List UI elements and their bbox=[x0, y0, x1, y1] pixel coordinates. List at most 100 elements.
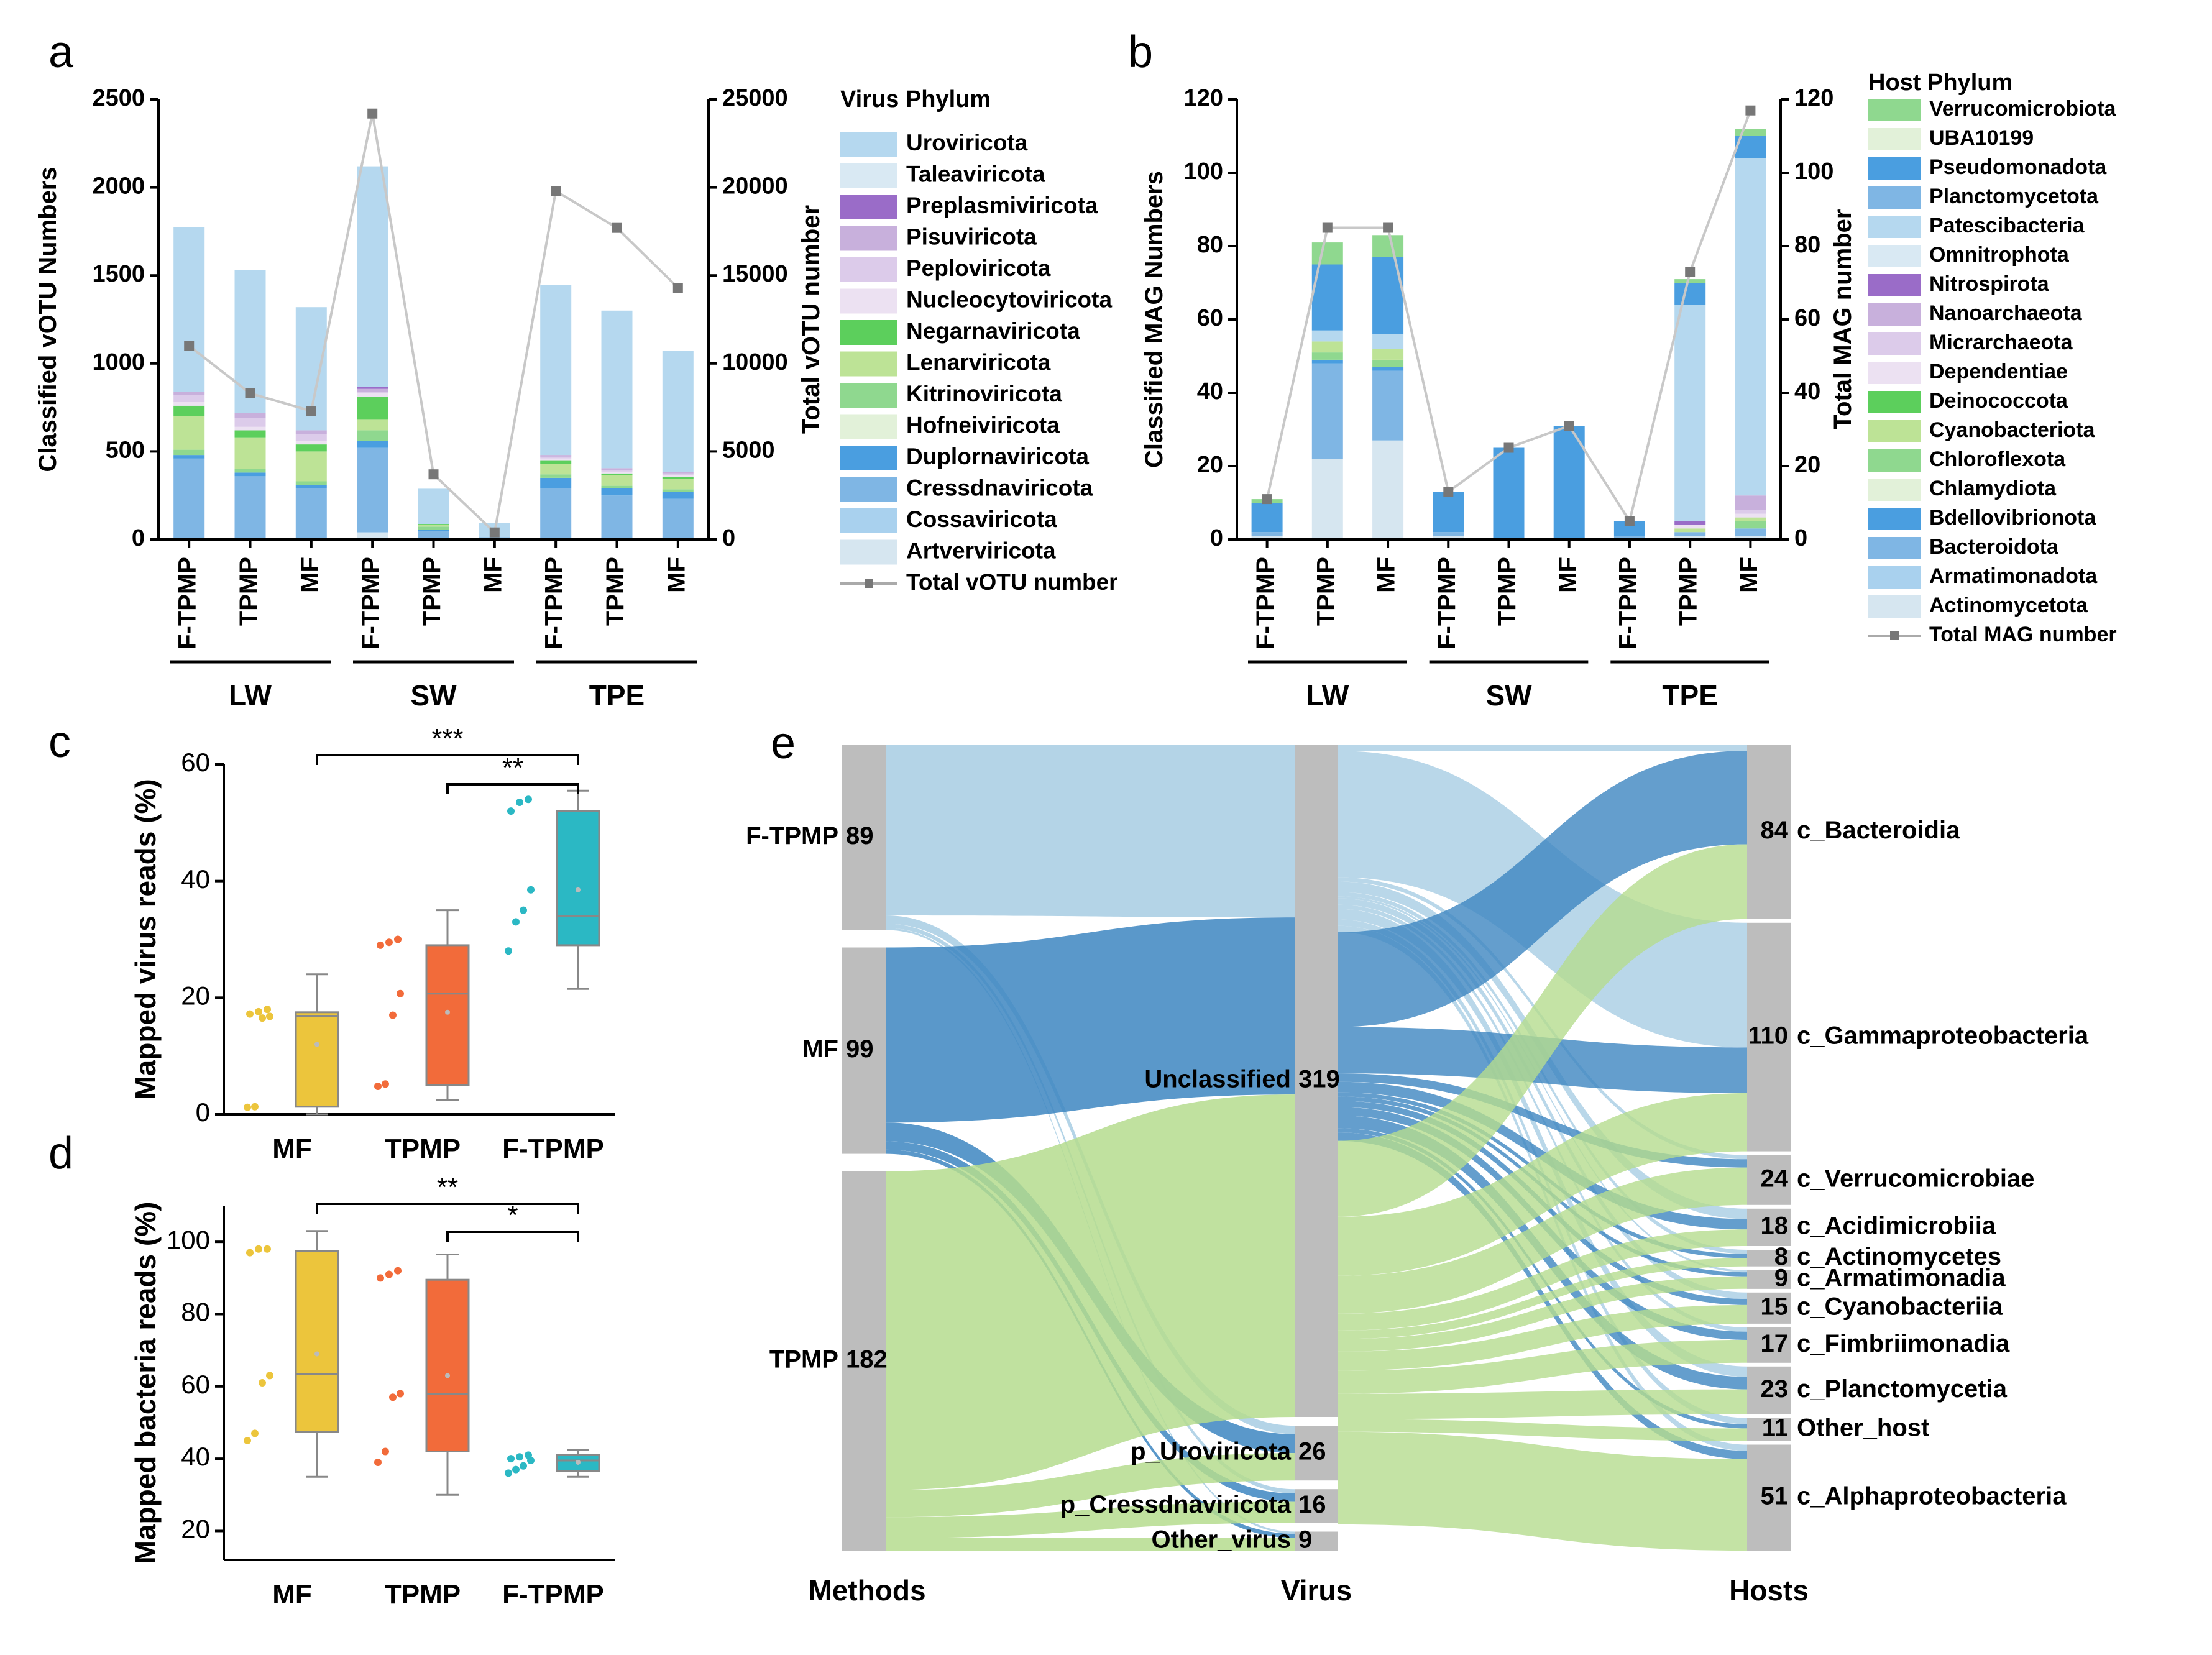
bar-Cressdnaviricota bbox=[662, 498, 694, 538]
y-tick-label: 0 bbox=[196, 1098, 210, 1127]
significance-bracket bbox=[316, 1203, 579, 1214]
data-point bbox=[382, 1447, 389, 1456]
total-marker bbox=[1443, 487, 1454, 497]
bar-Pisuviricota bbox=[601, 468, 633, 470]
legend-label: Taleaviricota bbox=[906, 161, 1045, 186]
node-label: p_Cressdnaviricota bbox=[1060, 1491, 1292, 1518]
x-tick-label: MF bbox=[272, 1579, 312, 1610]
legend-marker bbox=[1890, 631, 1899, 640]
bar-Duplornaviricota bbox=[662, 492, 694, 499]
y-axis-title: Classified MAG Numbers bbox=[1140, 171, 1168, 468]
node-value: 89 bbox=[846, 822, 874, 850]
legend-label: Micrarchaeota bbox=[1929, 331, 2073, 354]
node-value: 9 bbox=[1774, 1264, 1788, 1291]
node bbox=[842, 947, 886, 1154]
node-label: MF bbox=[802, 1035, 838, 1063]
legend-label: Bacteroidota bbox=[1929, 535, 2059, 559]
legend-label: Total vOTU number bbox=[906, 569, 1118, 595]
box bbox=[295, 1250, 339, 1433]
data-point bbox=[397, 989, 404, 997]
bar-Pisuviricota bbox=[234, 413, 266, 418]
bar-Cressdnaviricota bbox=[357, 447, 388, 533]
y-axis-title: Classified vOTU Numbers bbox=[34, 167, 62, 472]
y-tick-label: 100 bbox=[1184, 158, 1223, 185]
legend-swatch bbox=[1868, 479, 1921, 501]
panel-label-a: a bbox=[48, 27, 74, 77]
y-tick-label: 20 bbox=[1197, 452, 1223, 478]
bar-Kitrinoviricota bbox=[357, 430, 388, 441]
data-point bbox=[385, 938, 393, 947]
bar-Actinomycetota bbox=[1433, 536, 1464, 539]
bar-Nucleocytoviricota bbox=[234, 426, 266, 431]
total-marker bbox=[367, 108, 378, 119]
bar-Kitrinoviricota bbox=[418, 526, 449, 530]
legend-label: Bdellovibrionota bbox=[1929, 506, 2096, 530]
legend-swatch bbox=[1868, 566, 1921, 589]
total-marker bbox=[489, 527, 500, 538]
data-point bbox=[520, 906, 527, 914]
bar-Verrucomicrobiota bbox=[1311, 242, 1343, 265]
bar-Cyanobacteriota bbox=[1735, 517, 1766, 521]
bar-Negarnaviricota bbox=[601, 473, 633, 475]
data-point bbox=[527, 886, 535, 894]
legend-swatch bbox=[1868, 274, 1921, 296]
bar-Preplasmiviricota bbox=[357, 387, 388, 389]
y2-tick-label: 60 bbox=[1794, 305, 1820, 331]
node bbox=[1295, 1531, 1338, 1551]
bar-Actinomycetota bbox=[1251, 536, 1283, 539]
bar-Actinomycetota bbox=[1372, 440, 1404, 539]
node-value: 17 bbox=[1761, 1330, 1789, 1357]
data-point bbox=[374, 1458, 382, 1466]
y2-tick-label: 100 bbox=[1794, 158, 1833, 185]
node-value: 16 bbox=[1298, 1491, 1326, 1518]
bar-Dependentiae bbox=[1674, 525, 1706, 529]
node-label: c_Armatimonadia bbox=[1797, 1264, 2006, 1291]
bar-Chloroflexota bbox=[1372, 359, 1404, 367]
legend-swatch bbox=[840, 539, 897, 565]
bar-Kitrinoviricota bbox=[540, 474, 572, 478]
legend-label: Nucleocytoviricota bbox=[906, 287, 1112, 312]
x-tick-label: MF bbox=[296, 557, 323, 593]
legend-swatch bbox=[840, 383, 897, 408]
bar-Pseudomonadota bbox=[1613, 521, 1645, 536]
bar-Negarnaviricota bbox=[662, 477, 694, 479]
data-point bbox=[259, 1014, 266, 1022]
y2-tick-label: 80 bbox=[1794, 232, 1820, 258]
group-label: LW bbox=[1306, 679, 1349, 712]
flow-method-virus bbox=[886, 917, 1295, 1123]
bar-Bacteroidota bbox=[1613, 536, 1645, 539]
column-title: Virus bbox=[1281, 1574, 1352, 1607]
flow-method-virus bbox=[886, 745, 1295, 918]
bar-Cyanobacteriota bbox=[1674, 528, 1706, 533]
legend-swatch bbox=[840, 351, 897, 377]
y-tick-label: 60 bbox=[181, 1370, 210, 1399]
node-label: Other_host bbox=[1797, 1414, 1929, 1442]
node-value: 319 bbox=[1298, 1066, 1340, 1093]
bar-Uroviricota bbox=[173, 227, 205, 392]
bar-Pisuviricota bbox=[357, 388, 388, 392]
flow-virus-host bbox=[1338, 1258, 1747, 1339]
bar-Negarnaviricota bbox=[234, 430, 266, 438]
flow-virus-host bbox=[1338, 909, 1747, 1377]
data-point bbox=[266, 1372, 273, 1380]
node bbox=[1747, 1270, 1791, 1289]
x-tick-label: TPMP bbox=[385, 1134, 461, 1164]
bar-Negarnaviricota bbox=[418, 524, 449, 525]
data-point bbox=[516, 798, 523, 806]
bar-Lenarviricota bbox=[601, 475, 633, 486]
panel-label-c: c bbox=[48, 717, 71, 767]
node-label: c_Cyanobacteriia bbox=[1797, 1293, 2003, 1320]
node bbox=[1747, 1366, 1791, 1414]
panel-a: 0500100015002000250005000100001500020000… bbox=[34, 85, 1118, 712]
data-point bbox=[259, 1379, 266, 1387]
x-tick-label: MF bbox=[1554, 557, 1581, 593]
node-label: TPMP bbox=[769, 1346, 838, 1373]
significance-label: ** bbox=[502, 753, 523, 783]
legend-label: Artverviricota bbox=[906, 538, 1056, 563]
bar-Patescibacteria bbox=[1311, 330, 1343, 342]
total-marker bbox=[672, 283, 683, 293]
legend-title: Virus Phylum bbox=[840, 86, 991, 112]
x-tick-label: TPMP bbox=[385, 1579, 461, 1610]
mean-point bbox=[314, 1042, 319, 1047]
